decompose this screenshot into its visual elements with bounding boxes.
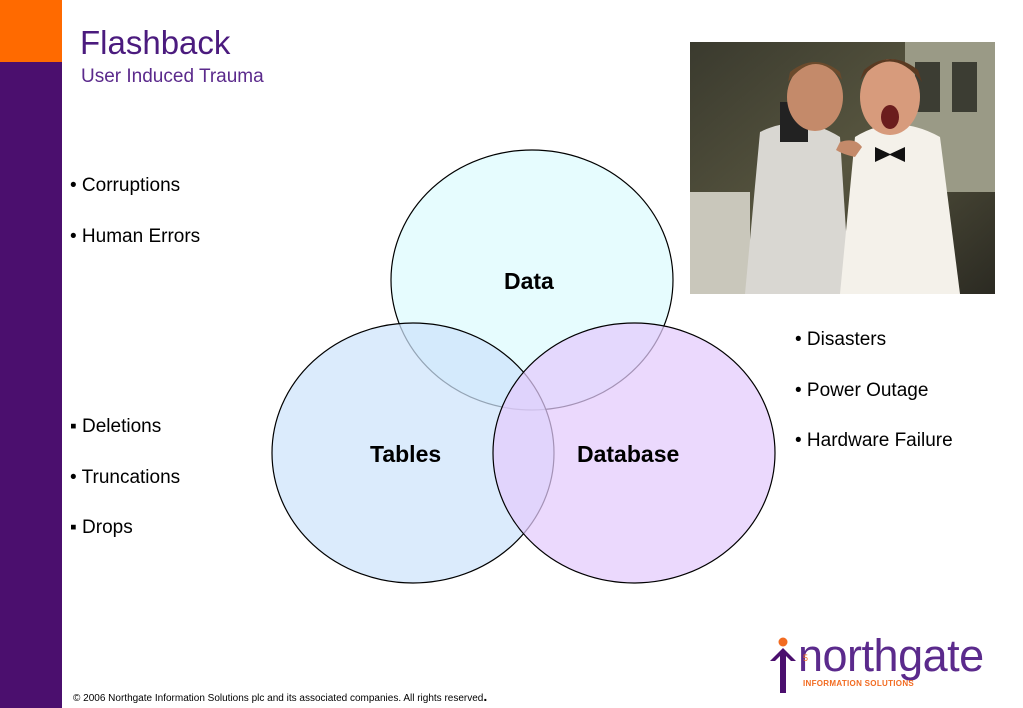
list-item: • Human Errors [70, 225, 201, 247]
sidebar-accent-block [0, 0, 62, 62]
bullet-list-operations: ▪ Deletions • Truncations ▪ Drops [70, 416, 180, 568]
copyright-text: © 2006 Northgate Information Solutions p… [73, 693, 484, 704]
bullet-list-disasters: • Disasters • Power Outage • Hardware Fa… [795, 329, 953, 481]
northgate-logo: northgate 5 INFORMATION SOLUTIONS [766, 633, 1006, 693]
venn-circle-database [492, 322, 776, 584]
photo-two-men-icon [690, 42, 995, 294]
sidebar-band [0, 0, 62, 708]
list-item: • Truncations [70, 466, 181, 488]
logo-tagline: INFORMATION SOLUTIONS [803, 679, 915, 688]
copyright-footer: © 2006 Northgate Information Solutions p… [73, 688, 487, 704]
bullet-list-errors: • Corruptions • Human Errors [70, 175, 200, 276]
slide-subtitle: User Induced Trauma [81, 66, 264, 87]
list-item: ▪ Deletions [70, 416, 162, 437]
list-item: • Disasters [795, 329, 887, 350]
slide-title: Flashback [80, 24, 231, 61]
page-number: 5 [803, 653, 809, 663]
list-item: • Corruptions [70, 175, 181, 196]
list-item: • Hardware Failure [795, 430, 953, 451]
venn-label-tables: Tables [370, 441, 442, 467]
photo-image [690, 42, 995, 294]
list-item: ▪ Drops [70, 517, 133, 538]
northgate-arrow-icon [770, 637, 796, 693]
venn-label-data: Data [504, 268, 554, 294]
venn-label-database: Database [577, 441, 680, 467]
copyright-dot: . [483, 688, 488, 704]
logo-wordmark: northgate [798, 630, 984, 681]
list-item: • Power Outage [795, 379, 929, 401]
